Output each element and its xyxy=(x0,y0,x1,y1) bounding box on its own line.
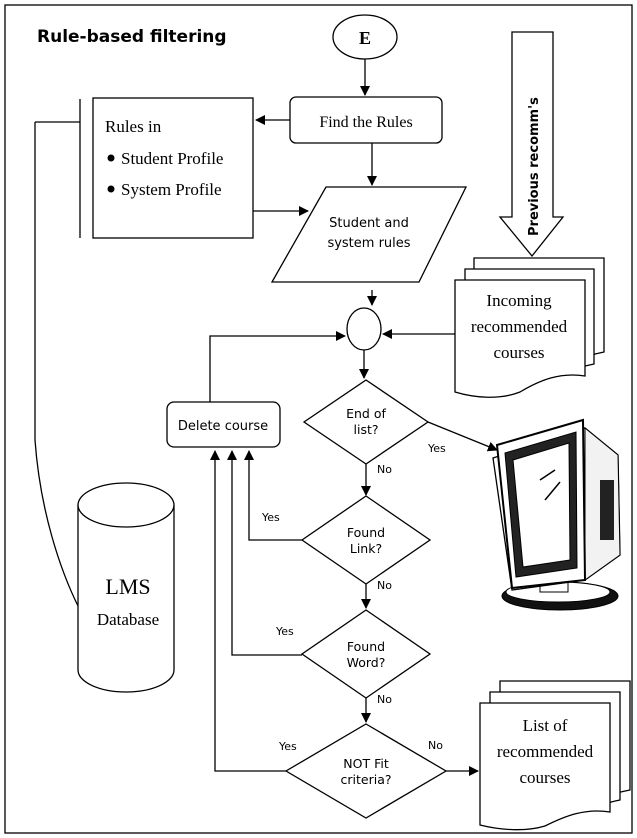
find-rules-step: Find the Rules xyxy=(289,96,443,144)
database-line1: LMS xyxy=(105,574,150,599)
incoming-line2: recommended xyxy=(471,317,568,336)
find-rules-label: Find the Rules xyxy=(319,114,412,131)
end-of-list-yes-label: Yes xyxy=(427,442,446,455)
not-fit-line2: criteria? xyxy=(341,772,392,787)
student-rules-data: Student and system rules xyxy=(270,186,468,283)
rules-item-student: Student Profile xyxy=(121,149,223,168)
found-word-decision: Found Word? xyxy=(300,609,432,699)
previous-label: Previous recomm's xyxy=(527,97,542,236)
end-of-list-line2: list? xyxy=(354,422,379,437)
rules-box: Rules in Student Profile System Profile xyxy=(92,97,254,239)
database-line2: Database xyxy=(97,610,159,629)
arrow-notfit-to-delete xyxy=(210,450,286,772)
arrow-foundword-to-delete xyxy=(227,450,302,656)
rules-heading: Rules in xyxy=(105,117,162,136)
diagram-title: Rule-based filtering xyxy=(37,27,227,47)
arrow-endlist-to-monitor xyxy=(427,421,498,452)
incoming-courses-docs: Incoming recommended courses xyxy=(454,257,605,398)
lms-database: LMS Database xyxy=(77,482,175,693)
delete-course-label: Delete course xyxy=(178,419,268,434)
start-node: E xyxy=(332,14,398,60)
found-link-line1: Found xyxy=(347,525,385,540)
found-word-line2: Word? xyxy=(347,655,386,670)
not-fit-decision: NOT Fit criteria? xyxy=(284,723,448,819)
end-of-list-decision: End of list? xyxy=(302,379,430,465)
found-link-yes-label: Yes xyxy=(261,511,280,524)
not-fit-yes-label: Yes xyxy=(278,740,297,753)
not-fit-no-label: No xyxy=(428,739,443,752)
rules-item-system: System Profile xyxy=(121,180,222,199)
merge-connector xyxy=(346,307,382,351)
arrow-delete-to-connector xyxy=(209,331,346,402)
not-fit-line1: NOT Fit xyxy=(343,756,389,771)
output-list-docs: List of recommended courses xyxy=(479,680,631,831)
bullet-icon xyxy=(107,154,115,162)
incoming-line1: Incoming xyxy=(486,291,552,310)
previous-recommendations-arrow: Previous recomm's xyxy=(498,31,565,258)
start-label: E xyxy=(359,28,371,48)
output-list-line1: List of xyxy=(523,716,568,735)
found-link-no-label: No xyxy=(377,579,392,592)
found-link-decision: Found Link? xyxy=(300,495,432,585)
end-of-list-no-label: No xyxy=(377,463,392,476)
output-list-line2: recommended xyxy=(497,742,594,761)
found-word-line1: Found xyxy=(347,639,385,654)
monitor-icon xyxy=(492,418,621,611)
output-list-line3: courses xyxy=(520,768,571,787)
diagram-frame xyxy=(4,4,633,834)
arrow-foundlink-to-delete xyxy=(244,450,302,541)
found-word-no-label: No xyxy=(377,693,392,706)
database-connector xyxy=(34,122,80,609)
found-link-line2: Link? xyxy=(350,541,382,556)
delete-course-step: Delete course xyxy=(166,401,281,448)
bullet-icon xyxy=(107,185,115,193)
found-word-yes-label: Yes xyxy=(275,625,294,638)
incoming-line3: courses xyxy=(494,343,545,362)
end-of-list-line1: End of xyxy=(346,406,386,421)
student-rules-line2: system rules xyxy=(327,236,410,251)
student-rules-line1: Student and xyxy=(329,216,409,231)
